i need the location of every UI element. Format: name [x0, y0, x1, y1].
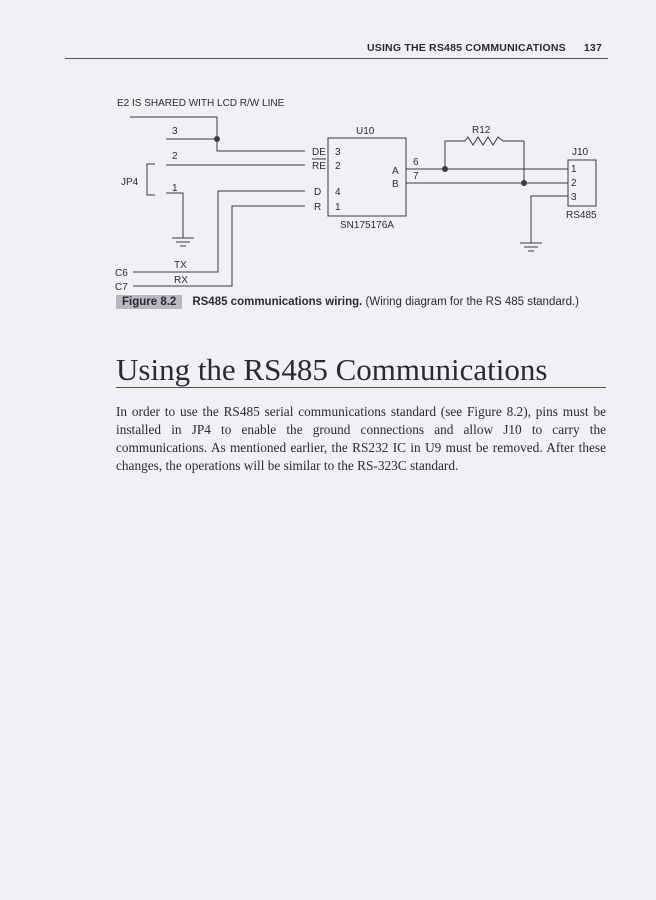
jp4-pin-label: 1: [172, 183, 178, 194]
diagram-note: E2 IS SHARED WITH LCD R/W LINE: [117, 98, 285, 109]
running-title: USING THE RS485 COMMUNICATIONS: [366, 42, 566, 54]
ground-icon: [520, 242, 542, 252]
jp4-bracket: [146, 163, 155, 196]
pin-name: DE: [312, 147, 326, 158]
u10-part: SN175176A: [340, 220, 394, 231]
pin-num: 4: [335, 187, 341, 198]
body-paragraph: In order to use the RS485 serial communi…: [116, 404, 606, 473]
pin-name: A: [392, 166, 399, 177]
r12-label: R12: [472, 125, 491, 136]
tx-label: TX: [174, 260, 187, 271]
pin-num: 3: [335, 147, 341, 158]
jp4-label: JP4: [121, 177, 139, 188]
jp4-pin-label: 2: [172, 151, 178, 162]
wire-jp4-1: [166, 192, 184, 238]
j10-label: J10: [572, 147, 589, 158]
ground-icon: [172, 237, 194, 247]
pin-name: RE: [312, 161, 326, 172]
pin-num: 1: [335, 202, 341, 213]
page-number: 137: [583, 42, 602, 54]
wire-e2-de: [130, 116, 305, 152]
j10-pin: 1: [571, 164, 577, 175]
figure-title: RS485 communications wiring.: [192, 296, 363, 308]
pin-name: B: [392, 179, 399, 190]
figure-number: Figure 8.2: [116, 295, 183, 309]
figure-text: (Wiring diagram for the RS 485 standard.…: [365, 296, 579, 308]
header-rule: [65, 58, 608, 59]
wire-rx: [133, 205, 305, 287]
c6-label: C6: [115, 268, 128, 279]
heading-rule: [116, 387, 606, 388]
pin-num: 7: [413, 171, 419, 182]
jp4-pin-label: 3: [172, 126, 178, 137]
wire-j10-gnd: [530, 195, 568, 243]
j10-connector: [567, 159, 597, 207]
pin-num: 6: [413, 157, 419, 168]
rx-label: RX: [174, 275, 188, 286]
running-header: USING THE RS485 COMMUNICATIONS 137: [367, 42, 602, 54]
wiring-diagram: E2 IS SHARED WITH LCD R/W LINE 3 2 1 JP4…: [115, 98, 597, 293]
figure-caption: Figure 8.2 RS485 communications wiring. (…: [116, 293, 586, 311]
resistor-r12: [444, 136, 525, 183]
u10-chip: [327, 137, 407, 217]
j10-name: RS485: [566, 210, 597, 221]
junction-dot: [214, 136, 220, 142]
pin-num: 2: [335, 161, 341, 172]
wire-tx: [133, 190, 305, 273]
pin-name: D: [314, 187, 321, 198]
j10-pin: 3: [571, 192, 577, 203]
u10-label: U10: [356, 126, 375, 137]
pin-name: R: [314, 202, 321, 213]
c7-label: C7: [115, 282, 128, 293]
section-heading: Using the RS485 Communications: [116, 352, 548, 387]
j10-pin: 2: [571, 178, 577, 189]
